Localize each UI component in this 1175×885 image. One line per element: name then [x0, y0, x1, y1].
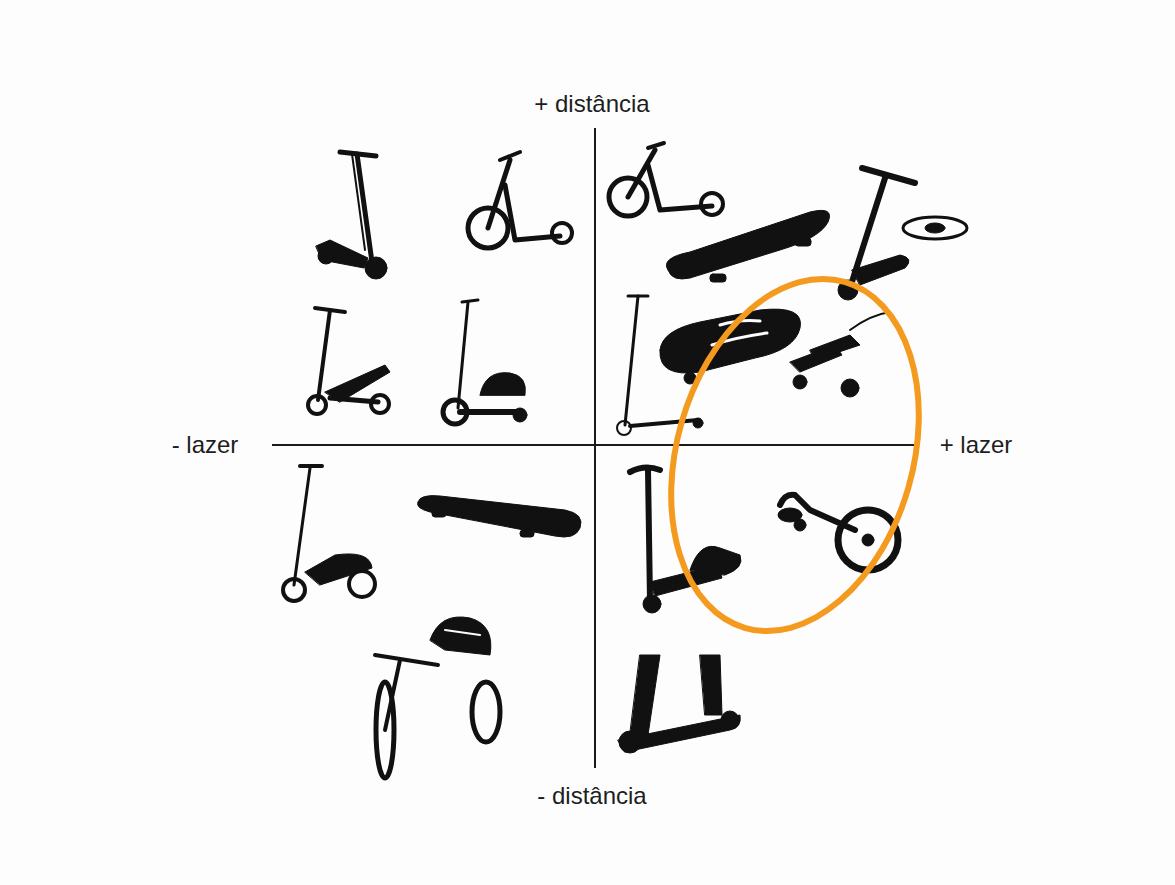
caster-board: [790, 312, 890, 397]
longboard: [418, 496, 582, 537]
balance-bike: [375, 655, 438, 778]
axis-label: - distância: [537, 784, 646, 808]
rider-scooter: [618, 655, 740, 753]
wave-board: [660, 309, 801, 384]
vertical-axis: [594, 128, 596, 768]
basket-scooter: [443, 300, 527, 424]
footbike: [468, 152, 572, 248]
stunt-scooter: [630, 467, 741, 613]
folding-scooter: [283, 466, 375, 601]
axis-label: + lazer: [940, 433, 1013, 457]
skateboard: [666, 210, 829, 282]
horizontal-axis: [272, 444, 915, 446]
kick-scooter: [316, 152, 387, 279]
wheel-helmet: [430, 617, 500, 742]
board-scooter: [838, 168, 967, 300]
drift-trike: [778, 495, 898, 570]
axis-label: - lazer: [172, 433, 239, 457]
pedal-scooter: [308, 308, 390, 414]
axis-label: + distância: [534, 92, 649, 116]
footbike: [609, 143, 723, 216]
highlight-ellipse: [632, 249, 958, 660]
